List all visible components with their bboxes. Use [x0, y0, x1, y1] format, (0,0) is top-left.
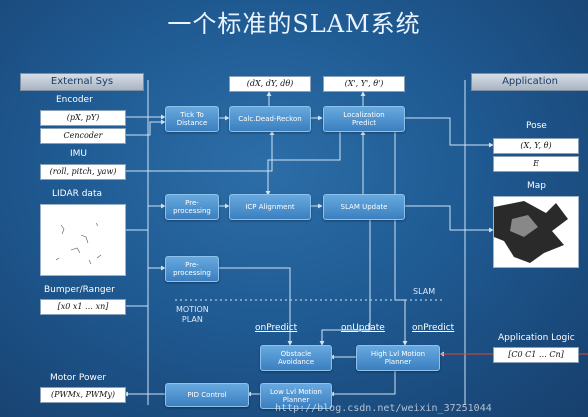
- on-predict-event-1: onPredict: [255, 323, 298, 333]
- cenc-to-tick-arrow: [124, 119, 166, 136]
- obstacle-avoidance-block: Obstacle Avoidance: [260, 345, 332, 371]
- motor-label: Motor Power: [50, 373, 107, 383]
- bumper-to-pre2-arrow: [124, 265, 166, 307]
- high-to-low-arrow: [329, 368, 396, 397]
- lidar-to-pre-arrow: [124, 203, 166, 231]
- map-image: [493, 196, 579, 268]
- app-logic-box: [C0 C1 … Cn]: [493, 347, 579, 363]
- motion-plan-section-label: MOTION PLAN: [176, 305, 209, 324]
- loc-to-pose-arrow: [405, 117, 494, 148]
- map-label: Map: [527, 181, 546, 191]
- pid-control-block: PID Control: [165, 383, 249, 407]
- slam-to-map-arrow: [405, 205, 494, 233]
- icp-alignment-block: ICP Alignment: [229, 194, 311, 220]
- pose-label: Pose: [526, 121, 547, 131]
- slam-update-block: SLAM Update: [323, 194, 405, 220]
- lidar-label: LIDAR data: [52, 189, 102, 199]
- application-header: Application: [471, 73, 588, 91]
- encoder-count-box: Cencoder: [40, 128, 126, 144]
- encoder-label: Encoder: [56, 95, 93, 105]
- localization-output: (X', Y', θ'): [323, 76, 405, 92]
- slam-section-label: SLAM: [413, 287, 436, 296]
- ranger-preprocessing-block: Pre- processing: [165, 256, 219, 282]
- app-logic-label: Application Logic: [498, 333, 575, 343]
- lidar-preprocessing-block: Pre- processing: [165, 194, 219, 220]
- bumper-label: Bumper/Ranger: [44, 285, 115, 295]
- loc-to-icp-arrow: [265, 131, 341, 196]
- lidar-scan-image: [40, 204, 126, 276]
- loc-to-high-arrow: [394, 131, 408, 346]
- low-level-planner-block: Low Lvl Motion Planner: [260, 383, 332, 409]
- pre2-to-obstacle-arrow: [218, 267, 293, 346]
- pose-error-box: E: [493, 156, 579, 172]
- encoder-pos-box: (pX, pY): [40, 110, 126, 126]
- pose-box: (X, Y, θ): [493, 138, 579, 154]
- watermark-text: http://blog.csdn.net/weixin_37251044: [275, 403, 492, 414]
- imu-box: (roll, pitch, yaw): [40, 164, 126, 180]
- localization-predict-block: Localization Predict: [323, 106, 405, 132]
- high-level-planner-block: High Lvl Motion Planner: [356, 345, 440, 371]
- imu-to-calc-arrow: [124, 130, 275, 172]
- on-predict-event-2: onPredict: [412, 323, 455, 333]
- map-graphic: [494, 197, 578, 267]
- page-title: 一个标准的SLAM系统: [167, 10, 421, 38]
- on-update-event: onUpdate: [341, 323, 385, 333]
- bumper-box: [x0 x1 … xn]: [40, 299, 126, 315]
- dead-reckon-block: Calc.Dead-Reckon: [229, 106, 311, 132]
- motor-box: (PWMx, PWMy): [40, 387, 126, 403]
- slam-to-obstacle-arrow: [319, 218, 371, 346]
- dead-reckon-output: (dX, dY, dθ): [229, 76, 311, 92]
- tick-to-distance-block: Tick To Distance: [165, 106, 219, 132]
- imu-label: IMU: [70, 149, 88, 159]
- lidar-scan-graphic: [55, 222, 102, 265]
- external-sys-header: External Sys: [20, 73, 144, 91]
